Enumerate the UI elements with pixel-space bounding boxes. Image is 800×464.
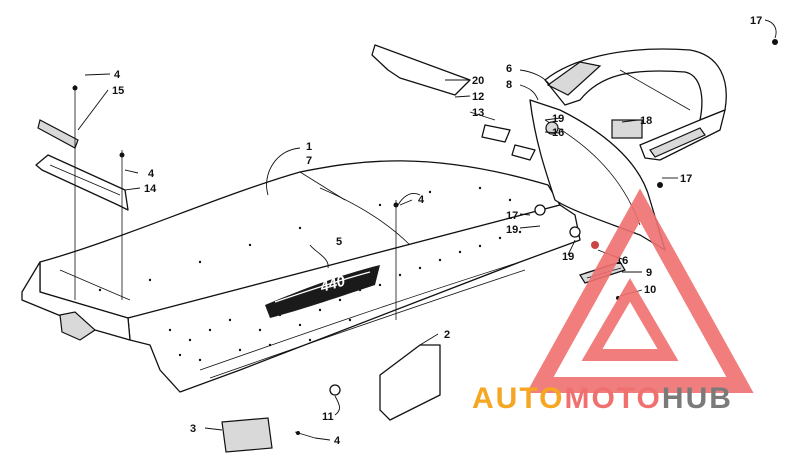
callout-1: 1 <box>306 141 312 153</box>
callout-18: 18 <box>640 115 652 127</box>
callout-19c: 19 <box>562 251 574 263</box>
triangle-outer-icon <box>526 188 754 393</box>
callout-3: 3 <box>190 423 196 435</box>
rear-bumper <box>544 48 727 161</box>
callout-10: 10 <box>644 284 656 296</box>
callout-17a: 17 <box>750 15 762 27</box>
callouts: 1 7 2 3 4 4 4 4 5 6 8 9 10 11 12 13 14 1… <box>112 15 762 447</box>
callout-4c: 4 <box>418 194 425 206</box>
callout-11: 11 <box>322 411 334 423</box>
bracket-18 <box>611 119 643 139</box>
callout-6: 6 <box>506 63 512 75</box>
callout-4d: 4 <box>334 435 341 447</box>
rivet-pattern <box>98 186 522 362</box>
callout-20: 20 <box>472 75 484 87</box>
callout-9: 9 <box>646 267 652 279</box>
callout-5: 5 <box>336 236 342 248</box>
callout-16a: 16 <box>552 127 564 139</box>
callout-4a: 4 <box>114 69 121 81</box>
watermark-moto: MOTO <box>564 382 662 415</box>
triangle-inner-icon <box>581 278 679 361</box>
decal-text: 440 <box>317 272 347 296</box>
tunnel-assembly <box>21 160 581 393</box>
callout-2: 2 <box>444 329 450 341</box>
watermark-text: AUTOMOTOHUB <box>472 382 733 416</box>
callout-4b: 4 <box>148 168 155 180</box>
callout-8: 8 <box>506 79 512 91</box>
callout-13: 13 <box>472 107 484 119</box>
callout-12: 12 <box>472 91 484 103</box>
callout-14: 14 <box>144 183 157 195</box>
watermark-auto: AUTO <box>472 382 565 415</box>
callout-17b: 17 <box>680 173 692 185</box>
callout-15: 15 <box>112 85 124 97</box>
callout-19a: 19 <box>552 113 564 125</box>
decal-440: 440 <box>265 265 380 318</box>
watermark-hub: HUB <box>661 382 733 415</box>
callout-19b: 19 <box>506 224 518 236</box>
watermark-logo <box>526 188 754 393</box>
left-brackets <box>35 119 129 211</box>
callout-7: 7 <box>306 155 312 167</box>
callout-17c: 17 <box>506 210 518 222</box>
leader-lines <box>77 19 777 441</box>
